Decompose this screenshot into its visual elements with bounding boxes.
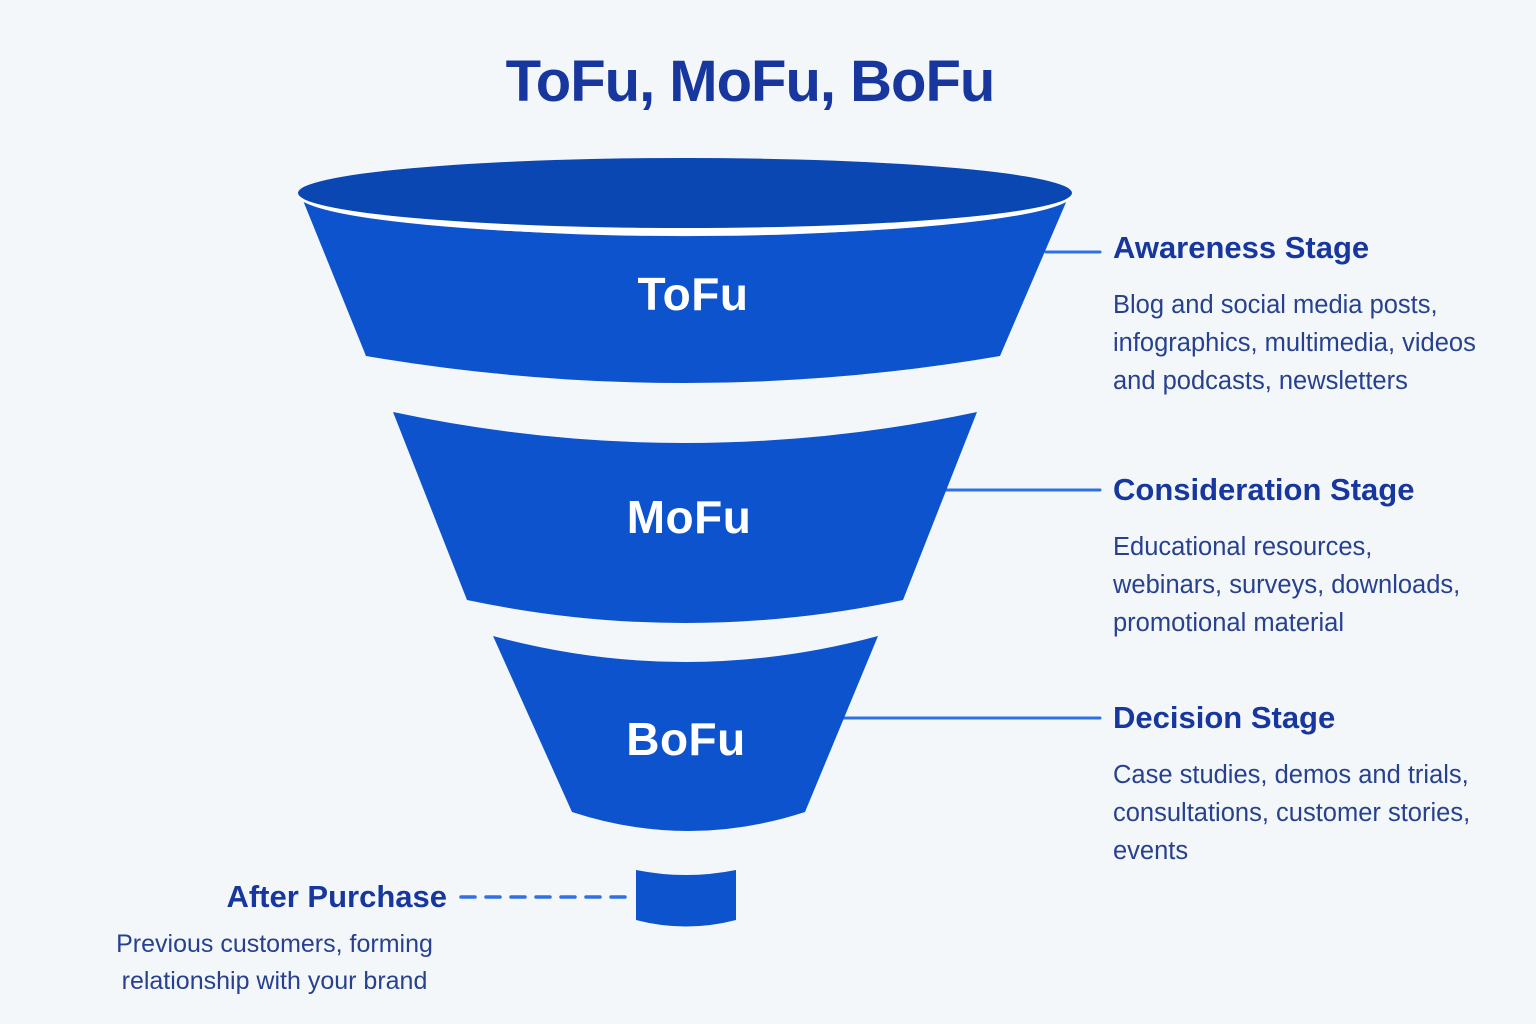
funnel-label-bofu: BoFu xyxy=(626,713,746,765)
after-purchase-description: Previous customers, forming relationship… xyxy=(116,930,433,995)
funnel-rim-separator xyxy=(296,190,1074,236)
funnel-segment-bofu xyxy=(493,636,878,831)
funnel-label-tofu: ToFu xyxy=(637,268,749,320)
funnel-spout xyxy=(636,870,736,927)
after-purchase-heading: After Purchase xyxy=(226,879,447,914)
stage-block-awareness: Awareness Stage Blog and social media po… xyxy=(1113,230,1533,400)
stage-heading-consideration: Consideration Stage xyxy=(1113,472,1415,507)
stage-block-decision: Decision Stage Case studies, demos and t… xyxy=(1113,700,1533,870)
stage-description-awareness: Blog and social media posts, infographic… xyxy=(1113,291,1476,395)
stage-block-consideration: Consideration Stage Educational resource… xyxy=(1113,472,1533,642)
funnel-label-mofu: MoFu xyxy=(626,491,752,543)
funnel-segment-tofu xyxy=(300,193,1070,383)
stage-heading-decision: Decision Stage xyxy=(1113,700,1336,735)
stage-heading-awareness: Awareness Stage xyxy=(1113,230,1370,265)
funnel-rim-opening xyxy=(298,158,1072,228)
stage-description-consideration: Educational resources, webinars, surveys… xyxy=(1113,533,1461,637)
funnel-segment-mofu xyxy=(393,412,977,623)
stage-description-decision: Case studies, demos and trials, consulta… xyxy=(1113,761,1471,865)
page-title: ToFu, MoFu, BoFu xyxy=(505,49,996,114)
